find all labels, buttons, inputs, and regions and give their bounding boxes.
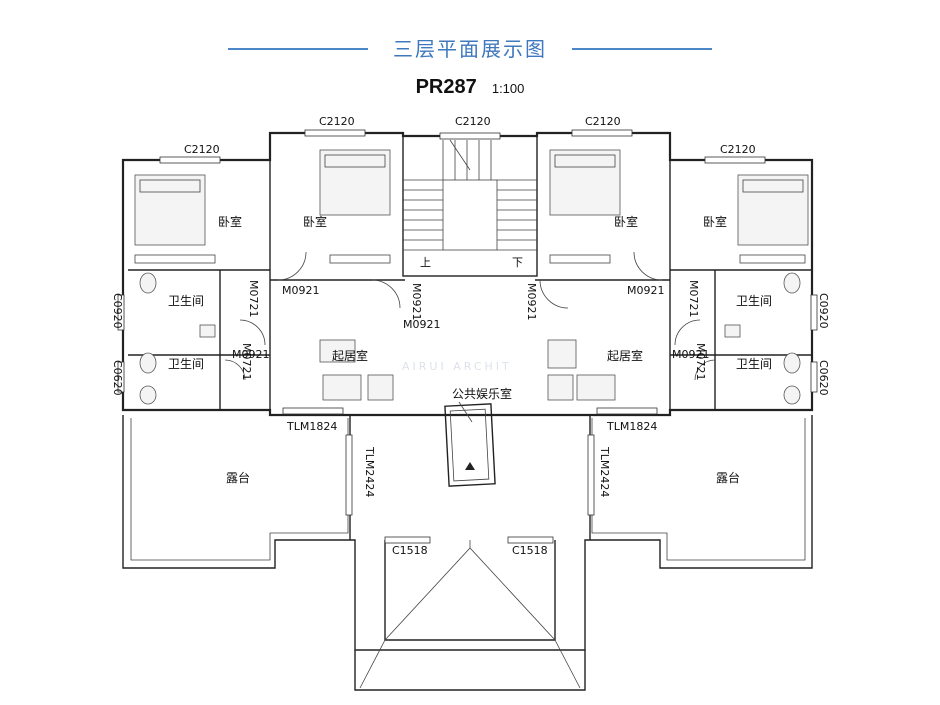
room-label-bedroom-4: 卧室 <box>703 214 727 229</box>
code-c2120-5: C2120 <box>720 143 756 156</box>
room-label-living-1: 起居室 <box>332 348 368 363</box>
room-label-bathroom-3: 卫生间 <box>736 294 772 308</box>
outer-wall-lower <box>122 415 813 651</box>
door-tlm2424-right <box>587 434 595 516</box>
room-label-bathroom-4: 卫生间 <box>736 357 772 371</box>
plan-scale: 1:100 <box>491 81 525 96</box>
code-m0721-3: M0721 <box>240 343 253 381</box>
code-tlm1824-left: TLM1824 <box>286 420 337 433</box>
bay-outline <box>354 540 586 691</box>
stair-core <box>402 135 538 277</box>
walls-left-interior <box>128 160 405 540</box>
window-c1518-2 <box>507 536 554 544</box>
window-c2120-1 <box>159 156 221 164</box>
page-title: 三层平面展示图 <box>393 37 547 61</box>
window-c2120-3 <box>439 132 501 140</box>
window-c0620-left <box>117 361 125 393</box>
code-c2120-2: C2120 <box>319 115 355 128</box>
room-label-bedroom-3: 卧室 <box>614 214 638 229</box>
code-c1518-1: C1518 <box>392 544 428 557</box>
walls-right-interior <box>535 160 812 540</box>
door-swings <box>224 251 716 381</box>
code-m0921-2: M0921 <box>627 284 665 297</box>
code-m0921-5: M0921 <box>672 348 710 361</box>
code-c0920-right: C0920 <box>817 293 830 329</box>
code-m0721-1: M0721 <box>247 280 260 318</box>
room-label-bathroom-2: 卫生间 <box>168 357 204 371</box>
code-m0921-1: M0921 <box>282 284 320 297</box>
room-label-bedroom-2: 卧室 <box>303 214 327 229</box>
bed-fixtures <box>134 149 809 246</box>
room-label-public-rec: 公共娱乐室 <box>452 386 512 401</box>
code-tlm1824-right: TLM1824 <box>606 420 657 433</box>
header-line-right <box>572 48 712 50</box>
code-m0721-4: M0721 <box>694 343 707 381</box>
terrace-parapet <box>130 418 806 561</box>
code-tlm2424-right: TLM2424 <box>598 446 611 497</box>
code-tlm2424-left: TLM2424 <box>363 446 376 497</box>
plan-code: PR287 <box>415 76 477 98</box>
window-c0920-right <box>810 294 818 331</box>
code-c0920-left: C0920 <box>111 293 124 329</box>
window-c0620-right <box>810 361 818 393</box>
code-c2120-3: C2120 <box>455 115 491 128</box>
door-tlm2424-left <box>345 434 353 516</box>
window-c1518-1 <box>384 536 431 544</box>
room-label-terrace-1: 露台 <box>226 470 250 485</box>
code-m0921-6: M0921 <box>410 283 423 321</box>
window-c0920-left <box>117 294 125 331</box>
code-m0921-7: M0921 <box>525 283 538 321</box>
wall-shelves <box>134 254 806 264</box>
bathroom-fixtures <box>139 272 801 405</box>
bay-roof-outer <box>359 639 581 689</box>
room-label-terrace-2: 露台 <box>716 470 740 485</box>
code-m0921-3: M0921 <box>403 318 441 331</box>
window-c2120-4 <box>571 129 633 137</box>
plan-code-block: PR287 1:100 <box>0 76 940 99</box>
watermark-subtext: AIRUI ARCHIT <box>402 360 512 373</box>
living-furniture <box>319 339 616 401</box>
code-c2120-1: C2120 <box>184 143 220 156</box>
code-m0721-2: M0721 <box>687 280 700 318</box>
room-label-bathroom-1: 卫生间 <box>168 294 204 308</box>
stair-down-label: 下 <box>512 256 523 269</box>
door-tlm1824-right <box>596 407 658 415</box>
code-c1518-2: C1518 <box>512 544 548 557</box>
billiard-table <box>444 401 496 487</box>
room-label-living-2: 起居室 <box>607 348 643 363</box>
code-c2120-4: C2120 <box>585 115 621 128</box>
window-c2120-2 <box>304 129 366 137</box>
bay-roof <box>384 540 556 641</box>
door-tlm1824-left <box>282 407 344 415</box>
bed-pillows <box>139 154 804 193</box>
stair-treads <box>403 139 537 251</box>
room-label-bedroom-1: 卧室 <box>218 214 242 229</box>
code-m0921-4: M0921 <box>232 348 270 361</box>
code-c0620-right: C0620 <box>817 360 830 396</box>
code-c0620-left: C0620 <box>111 360 124 396</box>
stair-up-label: 上 <box>420 256 431 269</box>
stair-well <box>442 179 498 251</box>
window-c2120-5 <box>704 156 766 164</box>
header-line-left <box>228 48 368 50</box>
